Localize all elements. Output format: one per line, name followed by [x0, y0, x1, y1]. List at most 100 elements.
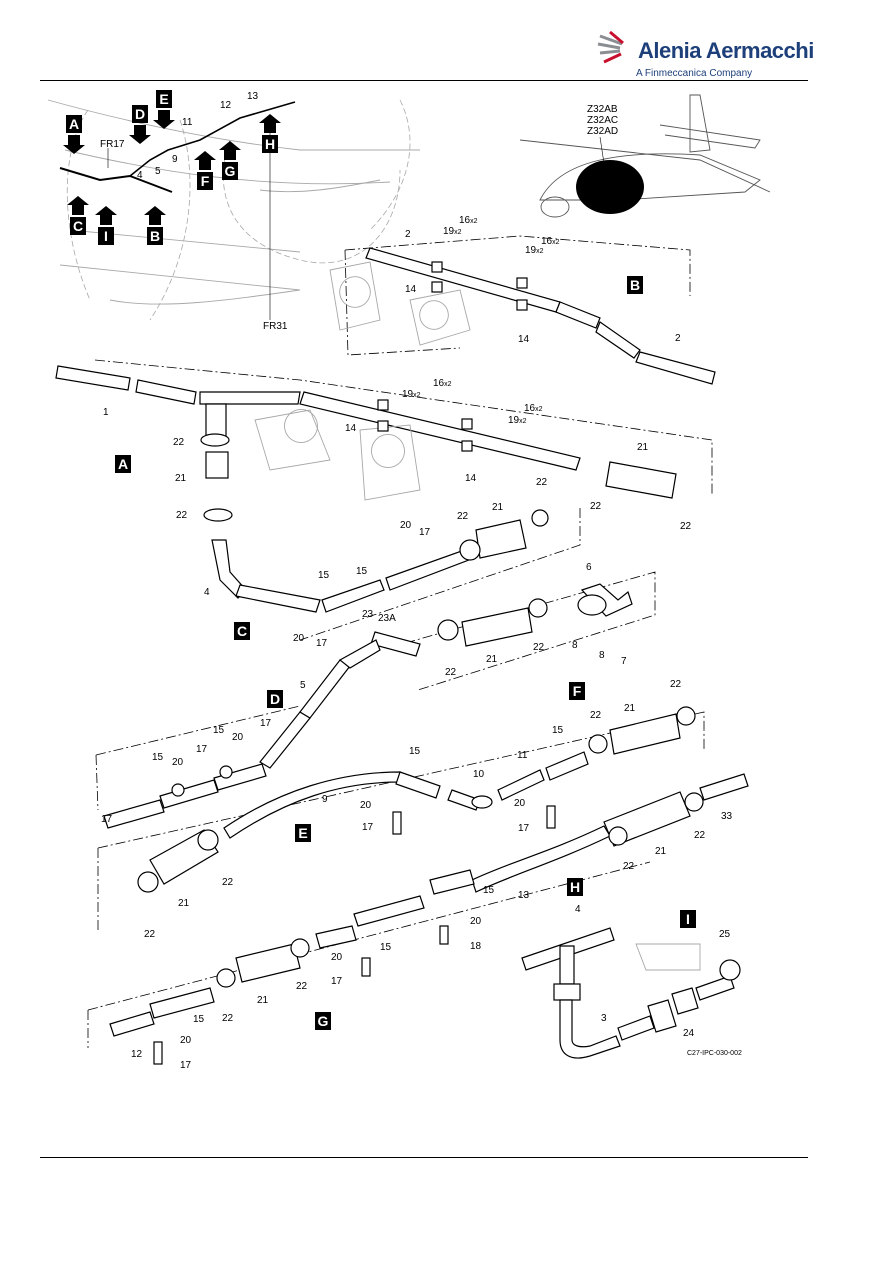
svg-text:10: 10 — [473, 769, 485, 780]
locator-label-d: D — [132, 105, 148, 123]
frame-label-fr17: FR17 — [100, 139, 125, 150]
svg-text:12: 12 — [131, 1049, 143, 1060]
group-b: 2 2 14 14 19x2 16x2 19x2 16x2 — [329, 215, 716, 385]
svg-text:17: 17 — [180, 1060, 192, 1071]
locator-label-f: F — [197, 172, 213, 190]
svg-text:I: I — [104, 228, 108, 244]
view-label-f: F — [569, 682, 585, 700]
svg-text:23: 23 — [362, 609, 374, 620]
svg-text:16x2: 16x2 — [524, 403, 543, 414]
svg-text:17: 17 — [419, 527, 431, 538]
svg-text:21: 21 — [492, 502, 504, 513]
svg-text:17: 17 — [260, 718, 272, 729]
svg-text:A: A — [69, 116, 79, 132]
view-label-g: G — [315, 1012, 331, 1030]
svg-text:22: 22 — [670, 679, 682, 690]
svg-text:19x2: 19x2 — [443, 226, 462, 237]
svg-text:11: 11 — [182, 117, 193, 128]
svg-text:C: C — [73, 218, 83, 234]
svg-text:H: H — [570, 879, 580, 895]
svg-text:1: 1 — [103, 407, 109, 418]
svg-text:9: 9 — [322, 794, 328, 805]
view-label-h: H — [567, 878, 583, 896]
locator-label-a: A — [66, 115, 82, 133]
svg-text:17: 17 — [331, 976, 343, 987]
svg-text:22: 22 — [533, 642, 545, 653]
svg-text:C: C — [237, 623, 247, 639]
locator-label-e: E — [156, 90, 172, 108]
group-e: 9 15 10 11 15 22 21 22 20 17 20 17 22 21… — [97, 679, 705, 940]
svg-text:E: E — [298, 825, 307, 841]
view-arrow-a-icon — [63, 135, 85, 154]
svg-text:15: 15 — [193, 1014, 205, 1025]
view-arrow-b-icon — [144, 206, 166, 225]
zone-code-1: Z32AB — [587, 104, 618, 115]
svg-text:20: 20 — [360, 800, 372, 811]
svg-text:17: 17 — [518, 823, 530, 834]
svg-text:22: 22 — [222, 1013, 234, 1024]
logo-emblem-icon — [597, 30, 624, 64]
svg-text:15: 15 — [380, 942, 392, 953]
svg-text:4: 4 — [204, 587, 210, 598]
svg-text:15: 15 — [152, 752, 164, 763]
svg-text:25: 25 — [719, 929, 731, 940]
view-label-b: B — [627, 276, 643, 294]
svg-text:17: 17 — [316, 638, 328, 649]
svg-text:14: 14 — [465, 473, 477, 484]
frame-label-fr31: FR31 — [263, 321, 288, 332]
group-g-h: 15 13 22 21 22 33 20 18 15 20 17 22 21 2… — [87, 773, 749, 1071]
svg-text:F: F — [573, 683, 582, 699]
svg-text:19x2: 19x2 — [402, 389, 421, 400]
svg-text:15: 15 — [483, 885, 495, 896]
svg-text:22: 22 — [680, 521, 692, 532]
svg-text:A: A — [118, 456, 128, 472]
svg-text:22: 22 — [590, 501, 602, 512]
svg-text:33: 33 — [721, 811, 733, 822]
svg-text:22: 22 — [590, 710, 602, 721]
svg-text:22: 22 — [457, 511, 469, 522]
svg-text:21: 21 — [175, 473, 187, 484]
svg-text:2: 2 — [405, 229, 411, 240]
svg-text:5: 5 — [155, 166, 161, 177]
svg-text:13: 13 — [247, 91, 259, 102]
zone-code-2: Z32AC — [587, 115, 618, 126]
svg-text:5: 5 — [300, 680, 306, 691]
view-label-c: C — [234, 622, 250, 640]
svg-text:16x2: 16x2 — [433, 378, 452, 389]
svg-text:13: 13 — [518, 890, 530, 901]
svg-text:G: G — [318, 1013, 329, 1029]
svg-text:4: 4 — [575, 904, 581, 915]
svg-text:9: 9 — [172, 154, 178, 165]
locator-label-c: C — [70, 217, 86, 235]
view-arrow-d-icon — [129, 125, 151, 144]
locator-view: FR17 FR31 4 5 9 11 12 13 — [47, 91, 420, 332]
svg-text:E: E — [159, 91, 168, 107]
svg-text:17: 17 — [101, 814, 113, 825]
svg-text:H: H — [265, 136, 275, 152]
svg-text:24: 24 — [683, 1028, 695, 1039]
group-c: 4 15 15 20 17 20 17 22 21 22 — [204, 477, 581, 649]
svg-text:B: B — [150, 228, 160, 244]
svg-text:21: 21 — [486, 654, 498, 665]
brand-tagline: A Finmeccanica Company — [636, 68, 753, 79]
group-f: 23 23A 22 21 22 6 8 7 8 — [362, 562, 656, 691]
svg-text:15: 15 — [318, 570, 330, 581]
svg-text:20: 20 — [293, 633, 305, 644]
svg-text:19x2: 19x2 — [508, 415, 527, 426]
svg-text:22: 22 — [176, 510, 188, 521]
svg-text:6: 6 — [586, 562, 592, 573]
svg-text:15: 15 — [356, 566, 368, 577]
svg-text:20: 20 — [180, 1035, 192, 1046]
locator-label-i: I — [98, 227, 114, 245]
figure-reference: C27-IPC-030-002 — [687, 1050, 742, 1057]
svg-text:F: F — [201, 173, 210, 189]
svg-text:G: G — [225, 163, 236, 179]
svg-text:11: 11 — [517, 750, 528, 761]
svg-text:8: 8 — [572, 640, 578, 651]
view-arrow-h-icon — [259, 114, 281, 133]
view-label-e: E — [295, 824, 311, 842]
svg-text:22: 22 — [144, 929, 156, 940]
svg-text:19x2: 19x2 — [525, 245, 544, 256]
svg-text:8: 8 — [599, 650, 605, 661]
